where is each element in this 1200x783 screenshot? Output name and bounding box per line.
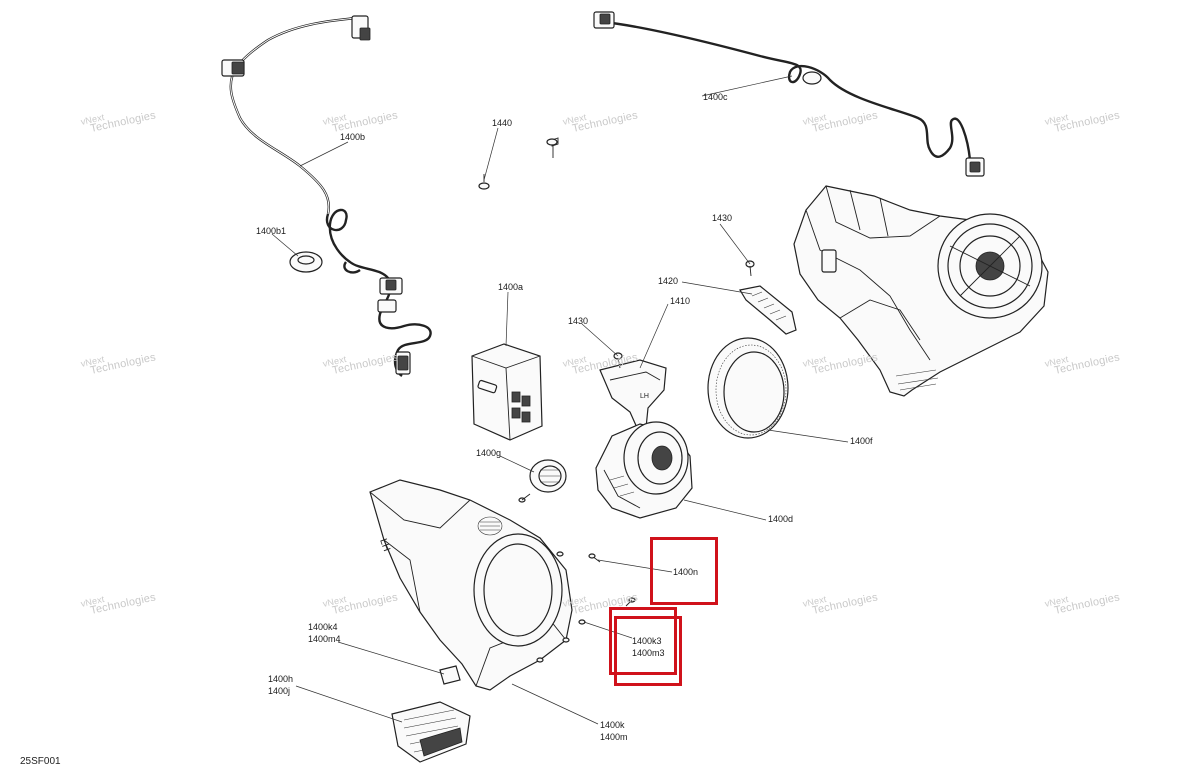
label-1430-lower: 1430 — [568, 316, 589, 326]
label-1400b1: 1400b1 — [256, 226, 287, 236]
highlight-box-1400k3 — [609, 607, 677, 675]
label-1400n: 1400n — [673, 567, 699, 577]
label-1400j: 1400j — [268, 686, 291, 696]
screw-1430-upper — [745, 260, 755, 277]
label-1420: 1420 — [658, 276, 679, 286]
bracket-1420 — [739, 285, 797, 335]
lower-housing-1400k: LH — [369, 479, 573, 691]
label-1400d: 1400d — [768, 514, 794, 524]
speaker-pod-assembled — [793, 185, 1049, 397]
svg-text:LH: LH — [640, 393, 649, 400]
label-1410: 1410 — [670, 296, 691, 306]
mount-bracket-1410: LH — [599, 352, 667, 431]
label-1400k4: 1400k4 — [308, 622, 338, 632]
highlight-box-1400n — [650, 537, 718, 605]
drawing-code: 25SF001 — [20, 756, 61, 767]
label-1400k: 1400k — [600, 720, 625, 730]
label-1400a: 1400a — [498, 282, 524, 292]
svg-text:LH: LH — [377, 537, 392, 553]
label-1430-upper: 1430 — [712, 213, 733, 223]
speaker-ring-1400f — [707, 337, 789, 439]
screws-1440 — [478, 137, 559, 190]
wiring-harness-1400c — [593, 11, 985, 177]
label-1400m3: 1400m3 — [632, 648, 665, 658]
leader-lines — [271, 75, 849, 725]
speaker-1400d — [595, 421, 693, 519]
label-1400m4: 1400m4 — [308, 634, 341, 644]
label-1400h: 1400h — [268, 674, 294, 684]
control-module-1400a — [471, 343, 543, 441]
label-1440: 1440 — [492, 118, 513, 128]
label-1400k3: 1400k3 — [632, 636, 662, 646]
label-1400m: 1400m — [600, 732, 628, 742]
label-1400b: 1400b — [340, 132, 366, 142]
grommet-1400b1 — [289, 251, 323, 273]
pad-1400k4 — [439, 665, 461, 685]
label-1400c: 1400c — [703, 92, 728, 102]
highlight-box-1400k3-shadow — [614, 616, 682, 686]
grille-1400h — [391, 701, 471, 763]
tweeter-1400g — [518, 459, 567, 503]
label-1400f: 1400f — [850, 436, 873, 446]
label-1400g: 1400g — [476, 448, 502, 458]
wiring-harness-1400b — [221, 15, 432, 377]
screws-1400n — [536, 551, 636, 663]
